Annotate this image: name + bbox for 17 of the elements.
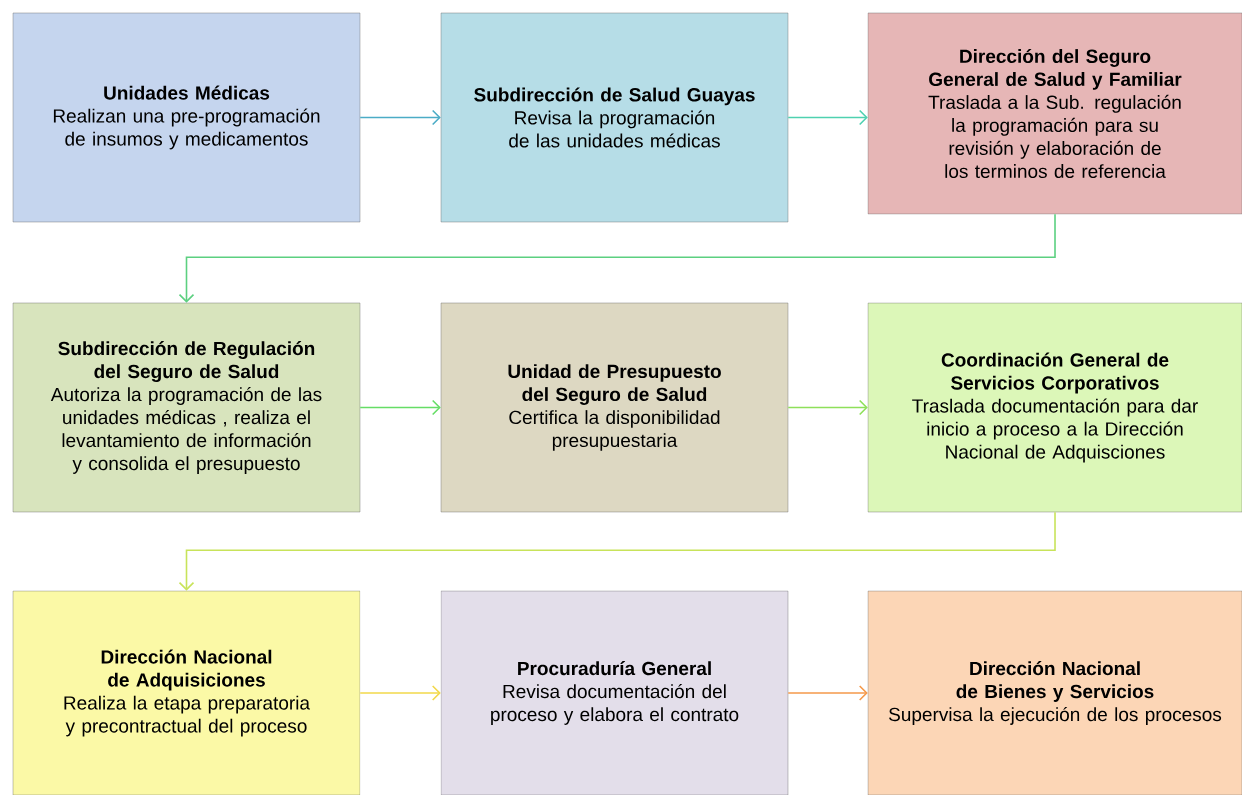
process-box: Coordinación General de Servicios Corporativos Traslada documentación para dar inicio a proceso a la Dirección Nacional de Adquisciones [867,302,1242,513]
process-box: Subdirección de Salud Guayas Revisa la programación de las unidades médicas [440,12,789,223]
arrow [359,109,441,126]
arrow [359,399,441,416]
process-box: Dirección del Seguro General de Salud y Familiar Traslada a la Sub. regulación la programación para su revisión y elaboración de los terminos de referencia [867,12,1242,215]
process-box: Subdirección de Regulación del Seguro de Salud Autoriza la programación de las unidades médicas , realiza el levantamiento de información y consolida el presupuesto [12,302,361,513]
process-box: Procuraduría General Revisa documentación del proceso y elabora el contrato [440,590,789,795]
arrow [178,511,1056,591]
arrow [359,685,441,701]
arrow [787,685,868,701]
process-box: Unidades Médicas Realizan una pre-programación de insumos y medicamentos [12,12,361,223]
arrow [787,399,868,416]
process-box: Dirección Nacional de Adquisiciones Realiza la etapa preparatoria y precontractual del proceso [12,590,361,795]
arrow [787,109,868,126]
process-box: Unidad de Presupuesto del Seguro de Salud Certifica la disponibilidad presupuestaria [440,302,789,513]
process-box: Dirección Nacional de Bienes y Servicios Supervisa la ejecución de los procesos [867,590,1242,795]
arrow [178,213,1056,303]
